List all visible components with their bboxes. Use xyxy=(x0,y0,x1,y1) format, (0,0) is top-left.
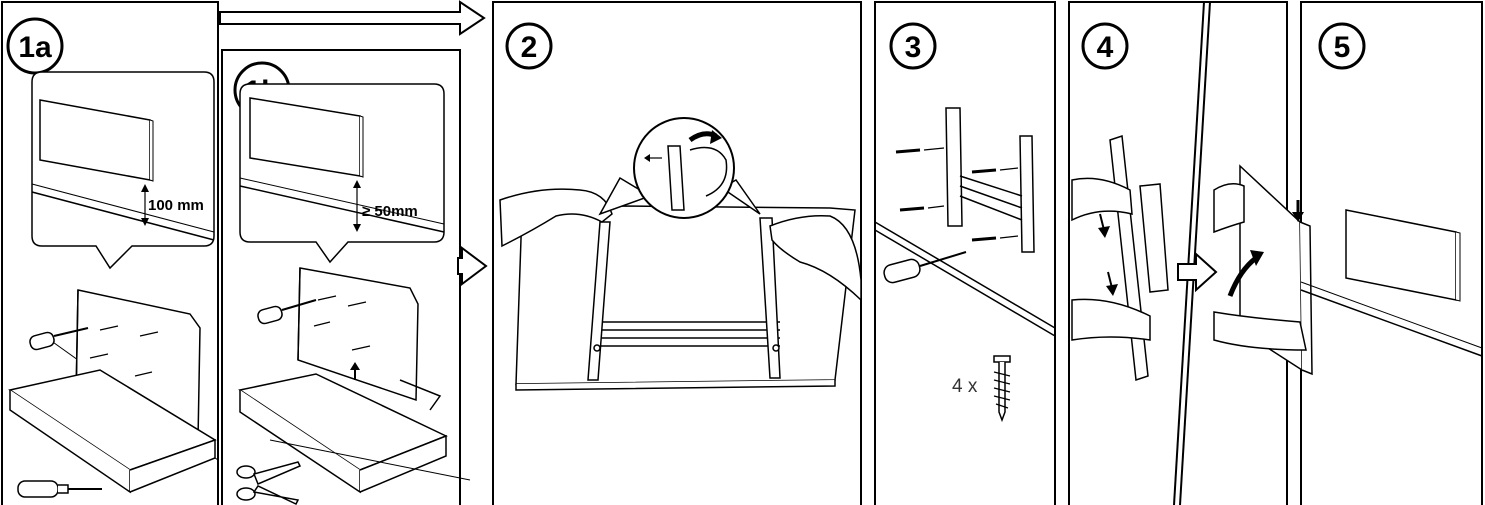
hands-4 xyxy=(1071,177,1151,341)
step-label-3: 3 xyxy=(905,31,922,64)
screwdriver-tool-icon xyxy=(17,480,102,498)
callout-bubble-1b: ≥ 50mm xyxy=(239,83,445,264)
step-label-1a: 1a xyxy=(18,31,52,64)
screwdriver-3 xyxy=(883,251,967,284)
dimension-label-1b: ≥ 50mm xyxy=(362,203,418,220)
dimension-label-1a: 100 mm xyxy=(148,197,204,214)
screw-quantity-icon: 4 x xyxy=(952,355,1011,423)
transition-arrow-4 xyxy=(1177,251,1218,293)
flow-arrow-1a-to-2 xyxy=(219,0,486,36)
final-mounted-heater-5 xyxy=(1300,209,1483,357)
down-arrows-4 xyxy=(1098,213,1118,296)
step-badge-1a: 1a xyxy=(6,17,64,75)
detail-magnifier-2 xyxy=(598,117,761,219)
hand-left xyxy=(499,188,613,248)
diagonal-divider-4 xyxy=(1173,1,1211,505)
step-badge-5: 5 xyxy=(1318,22,1366,70)
screws-3 xyxy=(895,147,1019,242)
callout-bubble-1a: 100 mm xyxy=(31,71,215,270)
hands-4b xyxy=(1213,183,1307,351)
step-badge-3: 3 xyxy=(889,22,937,70)
flow-arrow-1b-to-2 xyxy=(457,246,488,286)
box-template-1a xyxy=(8,289,219,494)
step-badge-2: 2 xyxy=(505,22,553,70)
hand-right xyxy=(769,214,862,302)
step-badge-4: 4 xyxy=(1081,22,1129,70)
scissors-icon xyxy=(236,461,302,505)
step-label-2: 2 xyxy=(521,31,538,64)
screw-quantity-label: 4 x xyxy=(952,376,978,397)
heater-tilted-4 xyxy=(1109,134,1169,382)
step-label-5: 5 xyxy=(1334,31,1351,64)
step-label-4: 4 xyxy=(1097,31,1114,64)
wall-floor-lines-3 xyxy=(874,221,1056,337)
box-template-1b xyxy=(238,267,471,494)
rotate-arrow-4 xyxy=(1227,200,1304,297)
wall-brackets-3 xyxy=(945,107,1035,253)
